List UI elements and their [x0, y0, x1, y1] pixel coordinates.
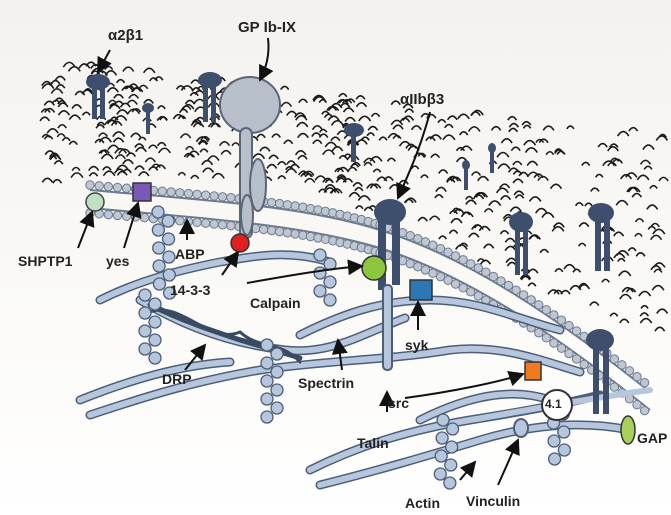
label-actin: Actin	[405, 496, 440, 510]
label-vinculin: Vinculin	[466, 494, 520, 508]
yes-marker	[133, 183, 151, 201]
label-4-1: 4.1	[545, 398, 562, 410]
calpain-marker	[362, 256, 386, 280]
aiib-b3-receptor	[374, 199, 406, 370]
label-abp: ABP	[175, 247, 205, 261]
label-yes: yes	[106, 254, 129, 268]
label-talin: Talin	[357, 436, 389, 450]
src-marker	[525, 362, 541, 380]
label-14-3-3: 14-3-3	[170, 283, 210, 297]
label-spectrin: Spectrin	[298, 376, 354, 390]
label-src: src	[388, 396, 409, 410]
gap-marker	[621, 416, 635, 444]
vinculin-marker	[514, 419, 528, 437]
label-aiib-b3: αIIbβ3	[400, 92, 444, 107]
label-syk: syk	[405, 338, 428, 352]
label-drp: DRP	[162, 372, 192, 386]
shptp1-marker	[86, 193, 104, 211]
label-calpain: Calpain	[250, 296, 301, 310]
label-gap: GAP	[637, 431, 667, 445]
label-shptp1: SHPTP1	[18, 254, 72, 268]
label-gp-ib-ix: GP Ib-IX	[238, 20, 296, 35]
syk-marker	[410, 280, 432, 300]
p1433-marker	[231, 234, 249, 252]
label-a2b1: α2β1	[108, 28, 143, 43]
